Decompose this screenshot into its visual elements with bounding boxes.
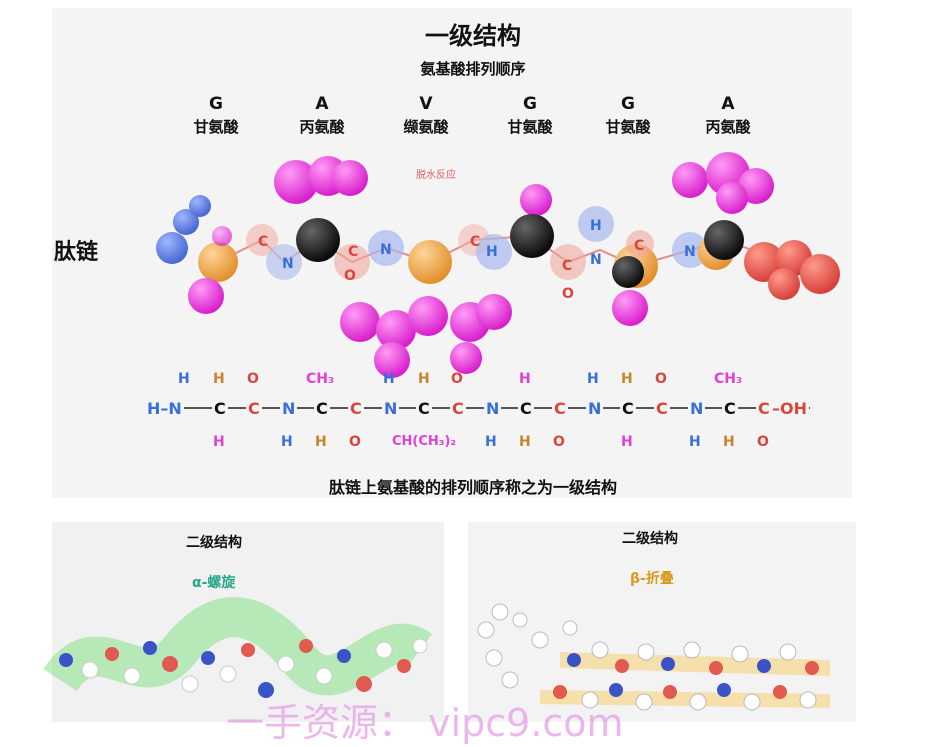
o-bot-3: O — [757, 434, 769, 450]
svg-text:N: N — [380, 242, 392, 258]
reaction-label: 脱水反应 — [416, 170, 456, 181]
atom-c-4: C — [348, 399, 364, 418]
formula-oh: –OH — [770, 399, 809, 418]
h-bot-2: H — [281, 434, 293, 450]
svg-text:O: O — [562, 286, 574, 302]
aa-name-1: 甘氨酸 — [193, 118, 239, 136]
peptide-label: 肽链 — [54, 240, 99, 265]
svg-text:C: C — [634, 238, 644, 254]
formula-h-n: H–N — [145, 399, 184, 418]
atom-c-11: C — [722, 399, 738, 418]
atom-c-5: C — [416, 399, 432, 418]
atom-c-1: C — [212, 399, 228, 418]
atom-n-6: N — [688, 399, 706, 418]
aa-code-3: V — [419, 94, 433, 114]
beta-sheet-panel — [468, 522, 856, 722]
h-bot-8: H — [723, 434, 735, 450]
atom-c-3: C — [314, 399, 330, 418]
svg-text:H: H — [486, 244, 498, 260]
svg-text:O: O — [344, 268, 356, 284]
o-bot-2: O — [553, 434, 565, 450]
o-top-1: O — [247, 371, 259, 387]
atom-c-12: C — [756, 399, 772, 418]
aa-code-2: A — [315, 94, 329, 114]
aa-name-3: 缬氨酸 — [403, 118, 449, 136]
alpha-subtitle: α-螺旋 — [192, 575, 236, 591]
atom-c-10: C — [654, 399, 670, 418]
h-bot-4: H — [485, 434, 497, 450]
beta-title: 二级结构 — [622, 531, 678, 547]
h-bot-6: H — [621, 434, 633, 450]
atom-c-9: C — [620, 399, 636, 418]
atom-c-2: C — [246, 399, 262, 418]
h-top-2: H — [213, 371, 225, 387]
aa-name-4: 甘氨酸 — [507, 118, 553, 136]
aa-name-5: 甘氨酸 — [605, 118, 651, 136]
svg-text:C: C — [348, 244, 358, 260]
o-top-2: O — [451, 371, 463, 387]
atom-n-5: N — [586, 399, 604, 418]
h-bot-7: H — [689, 434, 701, 450]
ch3-top-2: CH₃ — [714, 371, 743, 387]
h-bot-5: H — [519, 434, 531, 450]
aa-code-5: G — [621, 94, 635, 114]
beta-subtitle: β-折叠 — [630, 571, 674, 587]
o-bot-1: O — [349, 434, 361, 450]
atom-n-2: N — [280, 399, 298, 418]
primary-title: 一级结构 — [425, 22, 521, 50]
h-top-5: H — [519, 371, 531, 387]
atom-n-3: N — [382, 399, 400, 418]
aa-code-4: G — [523, 94, 537, 114]
svg-text:N: N — [590, 252, 602, 268]
h-bot-3: H — [315, 434, 327, 450]
aa-name-6: 丙氨酸 — [705, 118, 751, 136]
atom-c-7: C — [518, 399, 534, 418]
h-top-7: H — [621, 371, 633, 387]
svg-text:N: N — [282, 256, 294, 272]
svg-text:C: C — [258, 234, 268, 250]
h-bot-1: H — [213, 434, 225, 450]
h-top-3: H — [383, 371, 395, 387]
watermark-text: 一手资源： vipc9.com — [226, 701, 624, 745]
atom-c-6: C — [450, 399, 466, 418]
alpha-title: 二级结构 — [186, 535, 242, 551]
aa-name-2: 丙氨酸 — [299, 118, 345, 136]
atom-c-8: C — [552, 399, 568, 418]
ch3-top-1: CH₃ — [306, 371, 335, 387]
o-top-3: O — [655, 371, 667, 387]
svg-text:N: N — [684, 244, 696, 260]
svg-text:H: H — [590, 218, 602, 234]
primary-caption: 肽链上氨基酸的排列顺序称之为一级结构 — [328, 478, 617, 497]
atom-n-4: N — [484, 399, 502, 418]
ch-ch3-2: CH(CH₃)₂ — [392, 434, 457, 449]
aa-code-6: A — [721, 94, 735, 114]
aa-code-1: G — [209, 94, 223, 114]
h-top-4: H — [418, 371, 430, 387]
svg-text:C: C — [470, 234, 480, 250]
h-top-6: H — [587, 371, 599, 387]
h-top-1: H — [178, 371, 190, 387]
svg-text:C: C — [562, 258, 572, 274]
primary-subtitle: 氨基酸排列顺序 — [420, 60, 526, 78]
